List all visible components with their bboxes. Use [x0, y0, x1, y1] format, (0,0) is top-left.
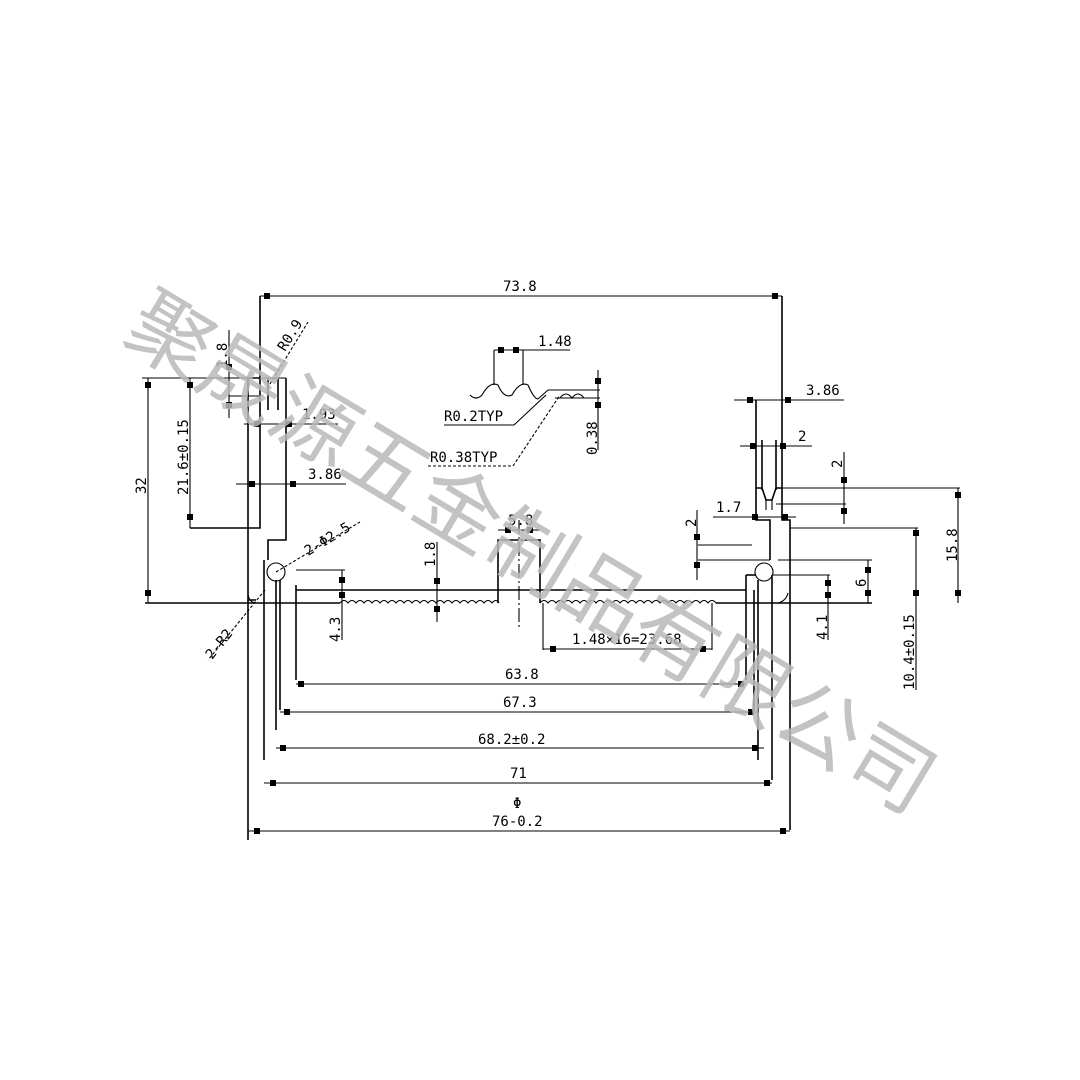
width-inner-4-label: 71 [510, 766, 527, 782]
dims-bottom: 63.8 67.3 68.2±0.2 71 Φ 76-0.2 [248, 667, 790, 834]
width-inner-2-label: 67.3 [503, 695, 537, 711]
width-inner-3-label: 68.2±0.2 [478, 732, 545, 748]
tooth-pitch-label: 1.48 [538, 334, 572, 350]
width-overall-label: 76-0.2 [492, 814, 543, 830]
right-rail-offset-label: 4.1 [815, 615, 831, 640]
right-step-height-label: 2 [684, 519, 700, 527]
left-tab-height-label: 1.8 [215, 343, 231, 368]
total-height-label: 32 [134, 477, 150, 494]
center-rib-height-label: 1.8 [423, 542, 439, 567]
left-slot-width-label: 1.93 [302, 407, 336, 423]
tooth-run-label: 1.48×16=23.68 [572, 632, 682, 648]
dims-right: 3.86 2 2 1.7 2 6 4.1 15.8 10.4±0.15 [684, 383, 961, 690]
tooth-depth-label: 0.38 [585, 421, 601, 455]
center-rib-width-label: 5.8 [508, 513, 533, 529]
corner-radius-bottom-label: 2-R2 [203, 626, 237, 662]
right-height-total-label: 15.8 [945, 528, 961, 562]
tooth-rail-offset-label: 4.3 [328, 617, 344, 642]
dim-overall-top: 73.8 [260, 279, 782, 299]
tooth-detail: 1.48 R0.2TYP R0.38TYP 0.38 [428, 334, 601, 467]
right-rail-height-label: 6 [854, 579, 870, 587]
inner-height-label: 21.6±0.15 [176, 419, 192, 495]
dims-center: 5.8 1.8 1.48×16=23.68 [423, 513, 713, 652]
tooth-radius-small-label: R0.2TYP [444, 409, 503, 425]
left-wall-width-label: 3.86 [308, 467, 342, 483]
company-watermark: 聚晟源五金制品有限公司 [110, 273, 953, 833]
width-inner-1-label: 63.8 [505, 667, 539, 683]
right-slot-depth-label: 2 [830, 460, 846, 468]
right-step-width-label: 1.7 [716, 500, 741, 516]
width-overall-phi-label: Φ [513, 796, 521, 812]
right-inner-height-label: 10.4±0.15 [902, 614, 918, 690]
screw-hole-label: 2-Φ2.5 [302, 520, 354, 560]
overall-width-top-label: 73.8 [503, 279, 537, 295]
tooth-radius-large-label: R0.38TYP [430, 450, 497, 466]
right-slot-width-label: 2 [798, 429, 806, 445]
right-wall-width-label: 3.86 [806, 383, 840, 399]
